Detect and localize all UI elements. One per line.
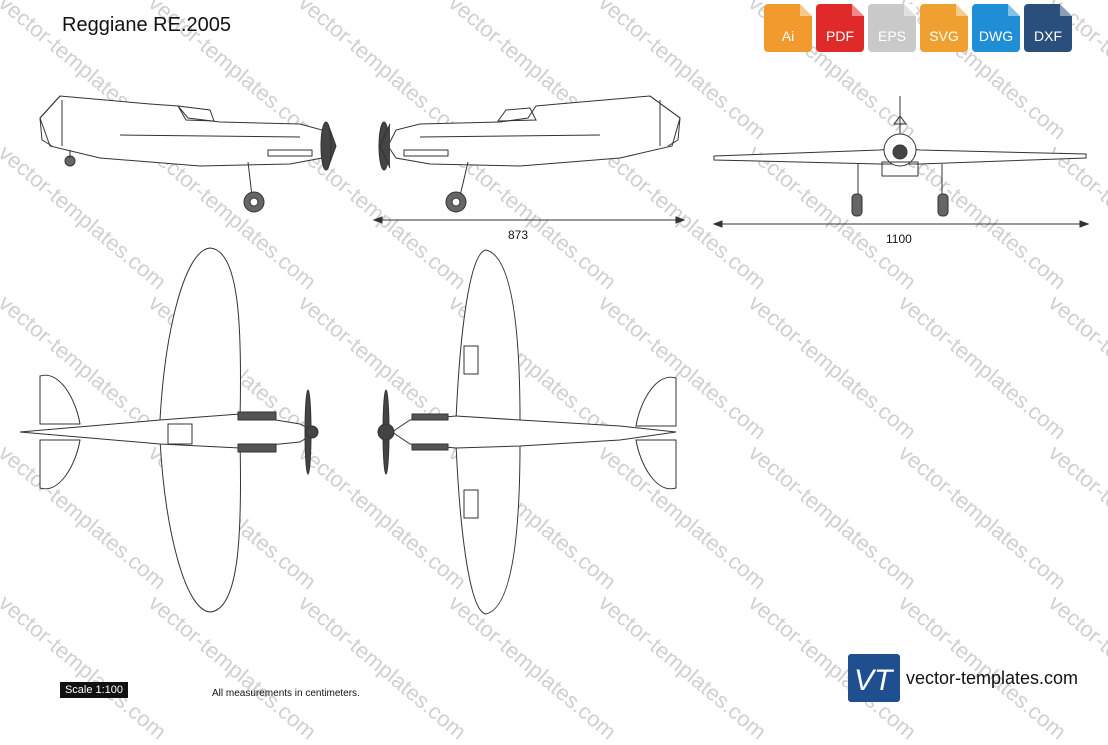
dwg-format-icon[interactable]: DWG [972, 4, 1020, 52]
svg-text:VT: VT [854, 664, 895, 697]
brand-name[interactable]: vector-templates.com [906, 668, 1079, 688]
scale-badge: Scale 1:100 [60, 682, 128, 698]
pdf-format-icon[interactable]: PDF [816, 4, 864, 52]
side-view-left [39, 95, 337, 213]
wingspan-label: 1100 [886, 232, 912, 246]
measurement-note: All measurements in centimeters. [212, 688, 360, 699]
dxf-format-icon[interactable]: DXF [1024, 4, 1072, 52]
length-dimension-line [372, 216, 686, 224]
wingspan-dimension-line [712, 220, 1090, 228]
front-view [713, 96, 1087, 217]
side-view-right [378, 95, 681, 213]
bottom-view [377, 249, 677, 615]
vt-logo-icon[interactable]: VT [848, 654, 900, 702]
ai-format-icon[interactable]: Ai [764, 4, 812, 52]
format-icons: Ai PDF EPS SVG DWG DXF [764, 4, 1072, 52]
eps-format-icon[interactable]: EPS [868, 4, 916, 52]
top-view [19, 247, 319, 613]
page-title: Reggiane RE.2005 [62, 14, 232, 36]
aircraft-drawings [19, 95, 1090, 615]
svg-format-icon[interactable]: SVG [920, 4, 968, 52]
length-label: 873 [508, 228, 529, 242]
